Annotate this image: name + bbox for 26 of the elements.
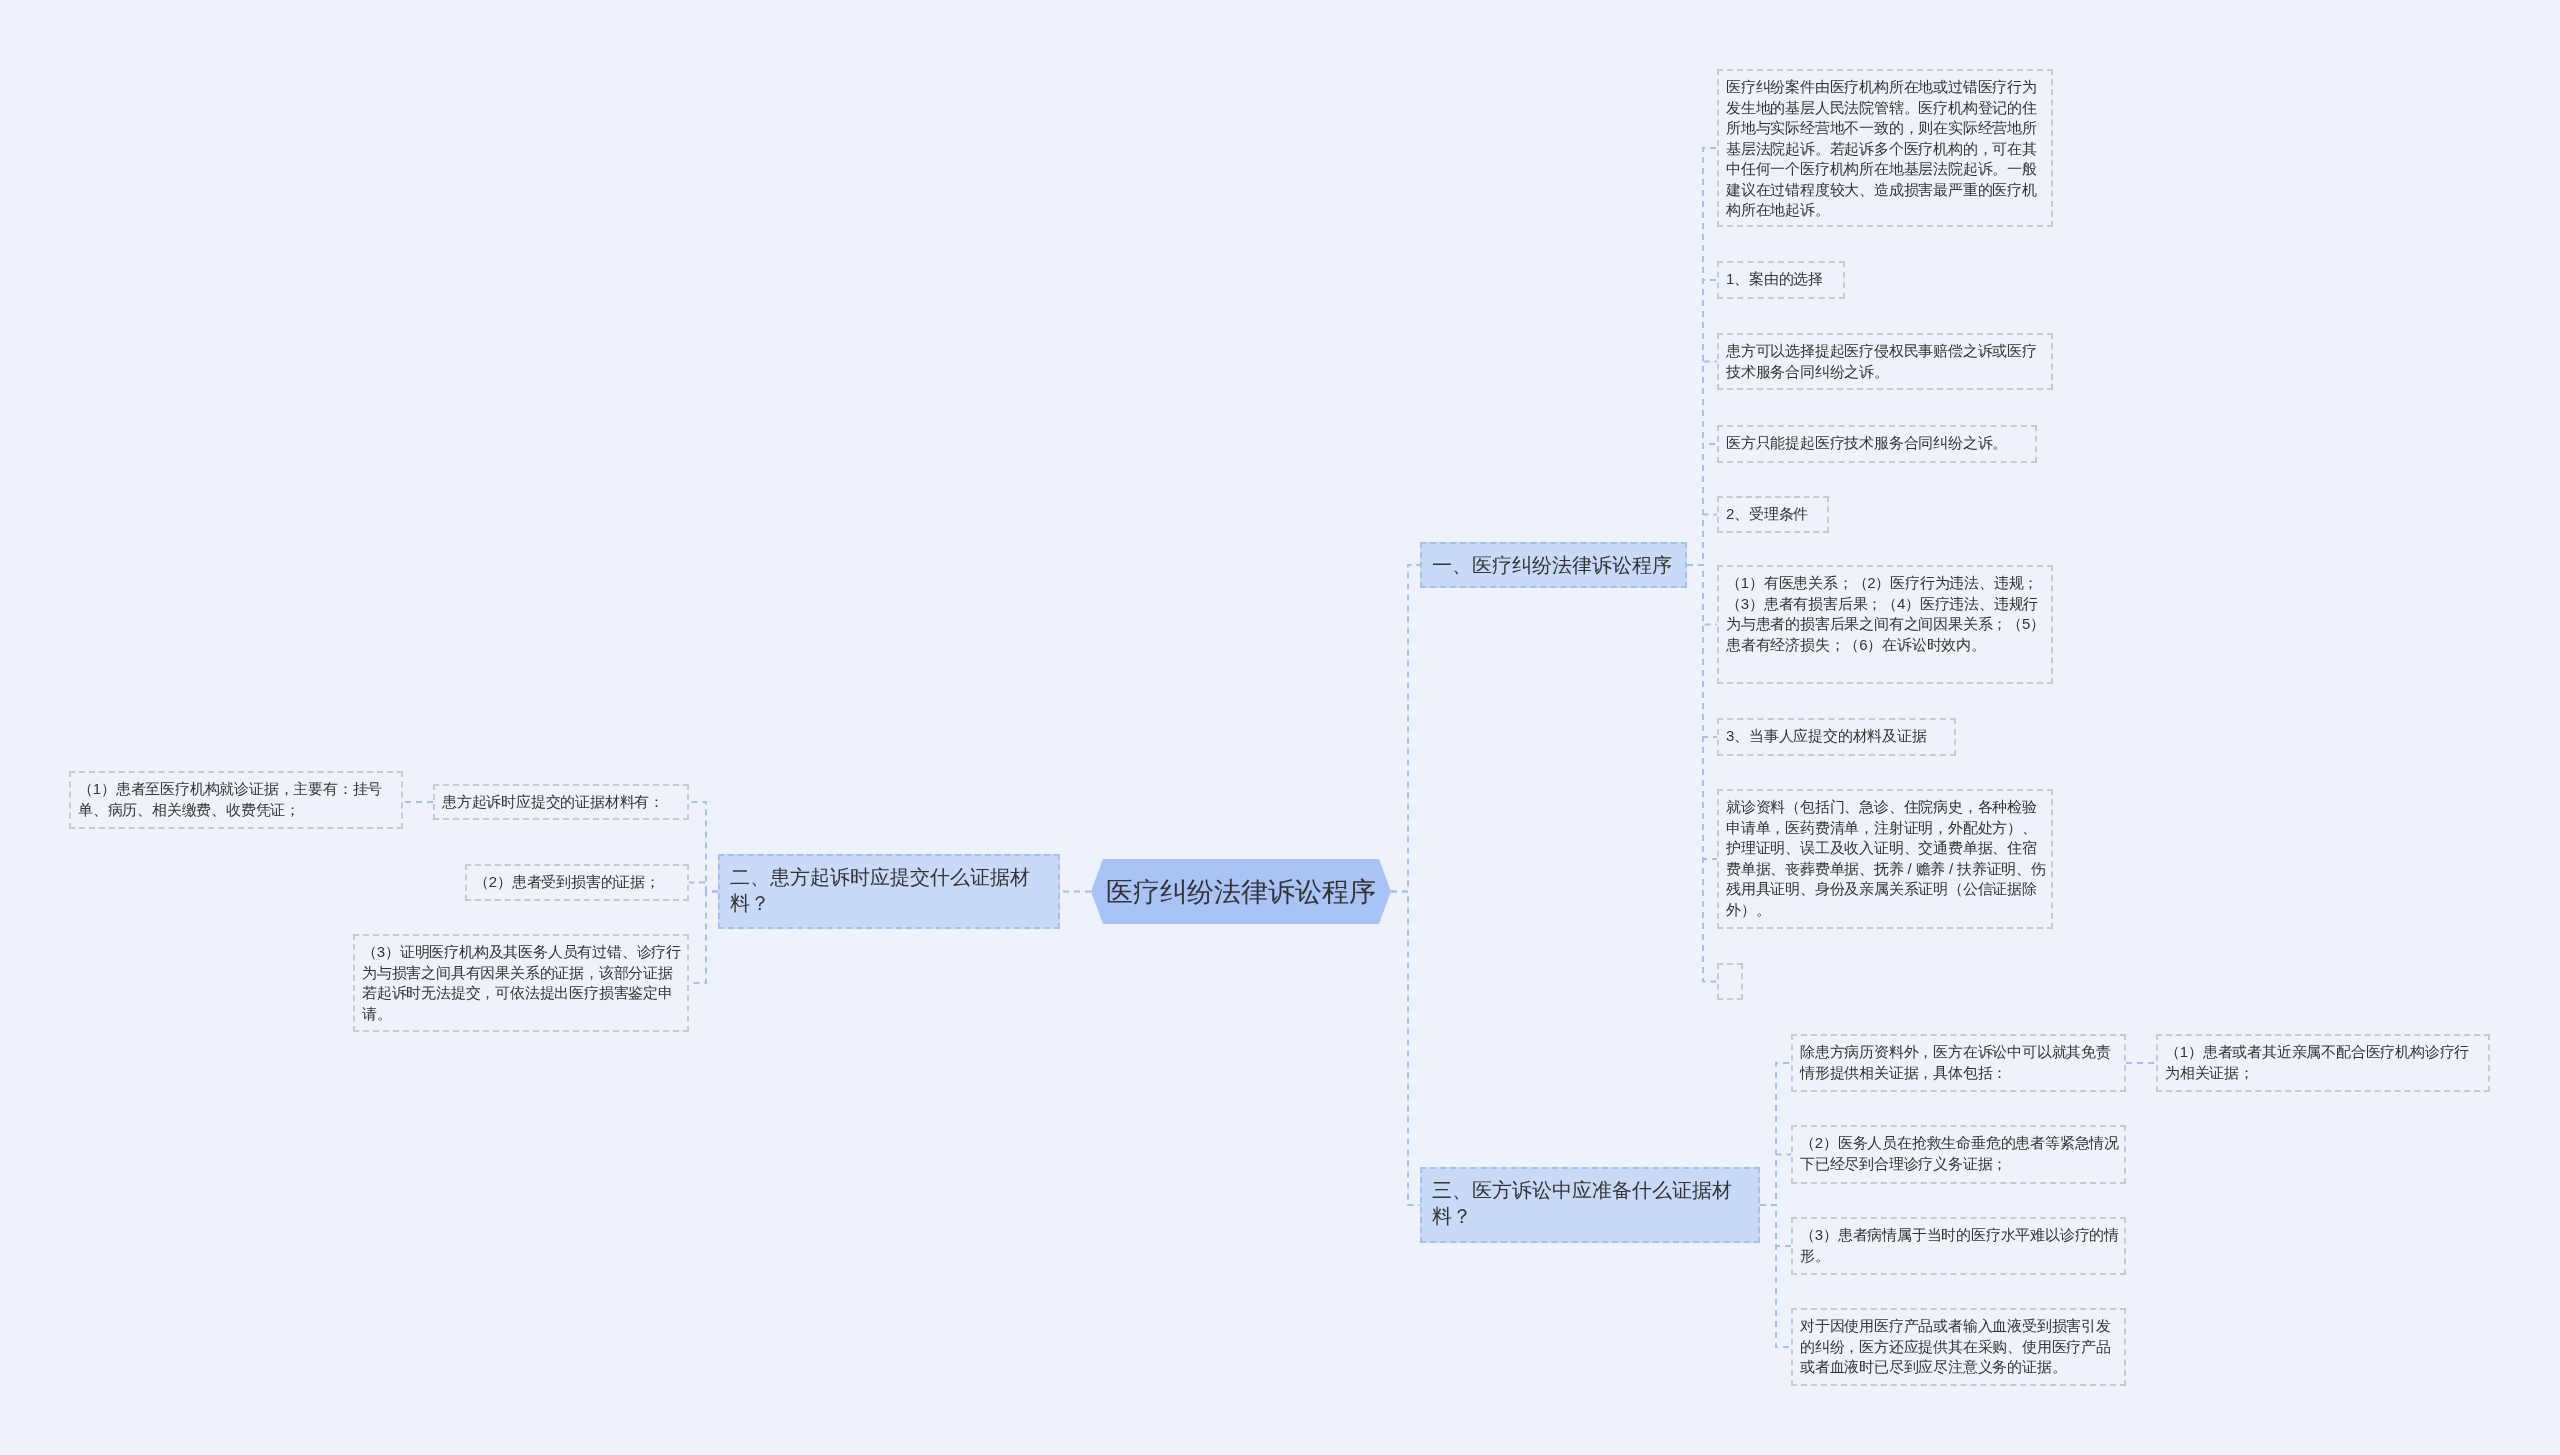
central-topic: 医疗纠纷法律诉讼程序 [1091,859,1391,924]
subtopic-box: 医疗纠纷案件由医疗机构所在地或过错医疗行为发生地的基层人民法院管辖。医疗机构登记的住所地与实际经营地不一致的，则在实际经营地所基层法院起诉。若起诉多个医疗机构的，可在其中任何一个医疗机构所在地基层法院起诉。一般建议在过错程度较大、造成损害最严重的医疗机构所在地起诉。 [1717,69,2053,227]
subtopic-box: 患方可以选择提起医疗侵权民事赔偿之诉或医疗技术服务合同纠纷之诉。 [1717,333,2053,390]
subtopic-box: 就诊资料（包括门、急诊、住院病史，各种检验申请单，医药费清单，注射证明，外配处方）、护理证明、误工及收入证明、交通费单据、住宿费单据、丧葬费单据、抚养 / 赡养 / 扶养证明、伤残用具证明、身份及亲属关系证明（公信证据除外）。 [1717,789,2053,929]
subtopic-box: （1）有医患关系；（2）医疗行为违法、违规；（3）患者有损害后果；（4）医疗违法、违规行为与患者的损害后果之间有之间因果关系；（5）患者有经济损失；（6）在诉讼时效内。 [1717,565,2053,684]
subtopic-box: （1）患者或者其近亲属不配合医疗机构诊疗行为相关证据； [2156,1034,2490,1092]
topic-box: 二、患方起诉时应提交什么证据材料？ [718,854,1060,929]
subtopic-box: （2）患者受到损害的证据； [465,864,689,901]
subtopic-box: 医方只能提起医疗技术服务合同纠纷之诉。 [1717,425,2037,463]
subtopic-box: （1）患者至医疗机构就诊证据，主要有：挂号单、病历、相关缴费、收费凭证； [69,771,403,829]
topic-box: 一、医疗纠纷法律诉讼程序 [1420,542,1687,588]
connector-line [1390,890,1421,1206]
subtopic-box: 除患方病历资料外，医方在诉讼中可以就其免责情形提供相关证据，具体包括： [1791,1034,2126,1092]
subtopic-box: 3、当事人应提交的材料及证据 [1717,718,1956,756]
connector-line [402,801,434,803]
subtopic-box: 2、受理条件 [1717,496,1829,533]
subtopic-box: （3）证明医疗机构及其医务人员有过错、诊疗行为与损害之间具有因果关系的证据，该部分证据若起诉时无法提交，可依法提出医疗损害鉴定申请。 [353,934,689,1032]
empty-box [1717,963,1743,1000]
subtopic-box: 对于因使用医疗产品或者输入血液受到损害引发的纠纷，医方还应提供其在采购、使用医疗产品或者血液时已尽到应尽注意义务的证据。 [1791,1308,2126,1386]
subtopic-box: （3）患者病情属于当时的医疗水平难以诊疗的情形。 [1791,1217,2126,1275]
connector-line [1759,1204,1792,1348]
topic-box: 三、医方诉讼中应准备什么证据材料？ [1420,1167,1760,1243]
connector-line [2125,1062,2157,1064]
subtopic-box: 1、案由的选择 [1717,261,1845,299]
subtopic-box: 患方起诉时应提交的证据材料有： [433,784,689,820]
subtopic-box: （2）医务人员在抢救生命垂危的患者等紧急情况下已经尽到合理诊疗义务证据； [1791,1125,2126,1184]
